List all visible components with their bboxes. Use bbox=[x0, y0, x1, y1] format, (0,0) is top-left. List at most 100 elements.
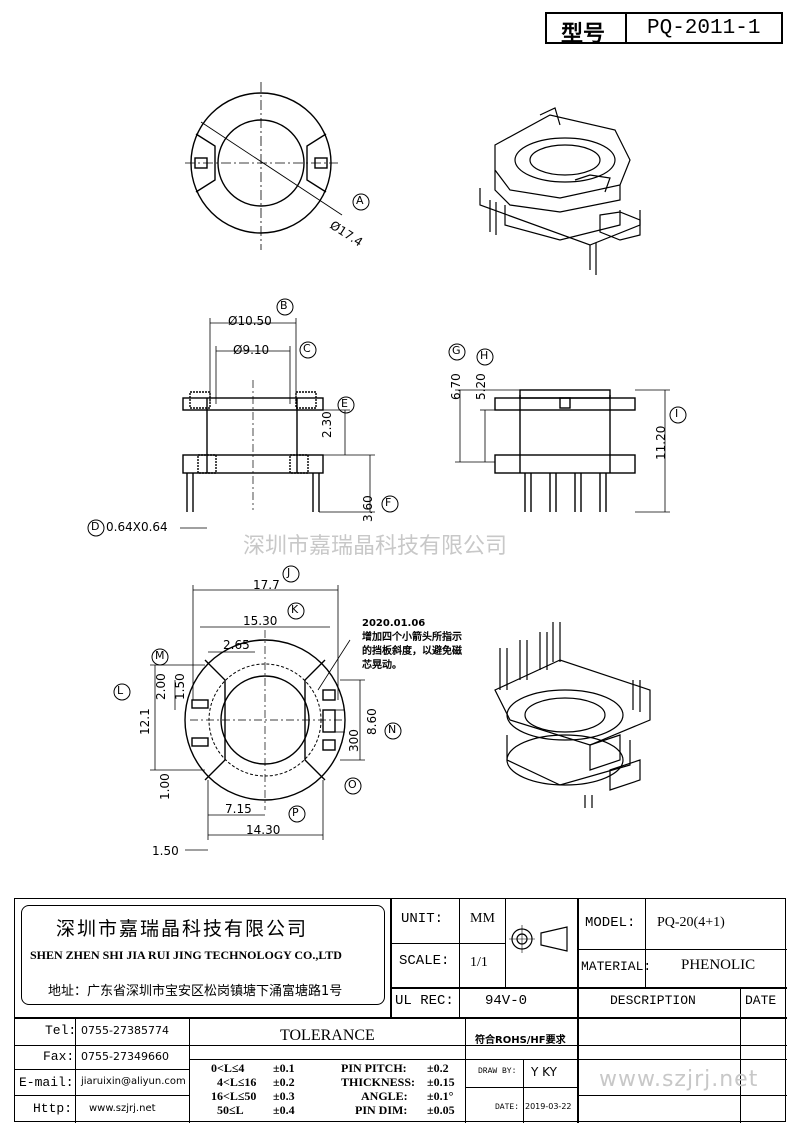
tel-value: 0755-27385774 bbox=[81, 1024, 169, 1037]
label-e: E bbox=[341, 397, 348, 410]
dim-e: 2.30 bbox=[320, 411, 334, 438]
date-label: DATE bbox=[745, 993, 777, 1008]
tol-row-3: 16<L≤50 ±0.3 ANGLE: ±0.1° bbox=[195, 1089, 463, 1103]
tol-range: 50≤L bbox=[217, 1103, 244, 1117]
header-model-label: 型号 bbox=[561, 22, 606, 47]
company-name-en: SHEN ZHEN SHI JIA RUI JING TECHNOLOGY CO… bbox=[30, 948, 342, 962]
material-value: PHENOLIC bbox=[681, 957, 756, 973]
tol-name: THICKNESS: bbox=[341, 1075, 416, 1089]
label-a: A bbox=[356, 194, 364, 207]
revision-line-1: 增加四个小箭头所指示 bbox=[362, 632, 462, 643]
dim-f: 3.60 bbox=[361, 495, 375, 522]
draw-by-value: Y KY bbox=[531, 1065, 557, 1079]
dim-265: 2.65 bbox=[223, 638, 250, 652]
dim-h: 5.20 bbox=[474, 373, 488, 400]
tb-vline-5 bbox=[645, 899, 646, 987]
tb-vline-2 bbox=[459, 899, 460, 1017]
unit-value: MM bbox=[470, 911, 495, 926]
tb-hline-9 bbox=[577, 1095, 787, 1096]
technical-drawing bbox=[87, 82, 687, 851]
tol-name-value: ±0.2 bbox=[427, 1061, 449, 1075]
projection-symbol-icon bbox=[509, 925, 568, 953]
company-panel: 深圳市嘉瑞晶科技有限公司 SHEN ZHEN SHI JIA RUI JING … bbox=[21, 905, 385, 1005]
label-d: D bbox=[91, 520, 100, 533]
tol-name: ANGLE: bbox=[361, 1089, 408, 1103]
dim-715: 7.15 bbox=[225, 802, 252, 816]
tb-hline-10 bbox=[465, 1087, 577, 1088]
revision-note: 2020.01.06 增加四个小箭头所指示 的挡板斜度，以避免磁 芯晃动。 bbox=[362, 617, 462, 673]
date-field-label: DATE: bbox=[495, 1103, 520, 1112]
tol-name-value: ±0.15 bbox=[427, 1075, 455, 1089]
email-value: jiaruixin@aliyun.com bbox=[81, 1076, 186, 1087]
tol-value: ±0.2 bbox=[273, 1075, 295, 1089]
dim-d: 0.64X0.64 bbox=[106, 520, 168, 534]
label-l: L bbox=[117, 684, 124, 697]
header-model-box: 型号 PQ-2011-1 bbox=[545, 12, 783, 47]
tol-value: ±0.1 bbox=[273, 1061, 295, 1075]
label-j: J bbox=[287, 566, 291, 579]
tb-hline-5 bbox=[15, 1045, 787, 1046]
header-model-divider bbox=[625, 14, 627, 42]
bottom-view-drawing bbox=[113, 565, 402, 851]
tb-vline-contact-2 bbox=[189, 1017, 190, 1123]
label-n: N bbox=[388, 723, 397, 736]
dim-m: 2.00 bbox=[154, 673, 168, 700]
scale-label: SCALE: bbox=[399, 953, 450, 969]
fax-value: 0755-27349660 bbox=[81, 1050, 169, 1063]
ul-rec-label: UL REC: bbox=[395, 993, 454, 1009]
tel-label: Tel: bbox=[45, 1023, 77, 1038]
tol-value: ±0.3 bbox=[273, 1089, 295, 1103]
tb-vline-4 bbox=[577, 899, 579, 1123]
rohs-compliance: 符合ROHS/HF要求 bbox=[475, 1035, 566, 1046]
label-p: P bbox=[292, 806, 299, 819]
dim-l: 12.1 bbox=[138, 708, 152, 735]
tb-hline-8 bbox=[465, 1059, 787, 1060]
tb-vline-1 bbox=[390, 899, 392, 1017]
revision-line-2: 的挡板斜度，以避免磁 bbox=[362, 646, 462, 657]
material-label: MATERIAL: bbox=[581, 959, 652, 974]
top-view-drawing bbox=[185, 82, 370, 250]
label-m: M bbox=[155, 649, 165, 662]
dim-100: 1.00 bbox=[158, 773, 172, 800]
dim-300: 300 bbox=[347, 729, 361, 752]
description-label: DESCRIPTION bbox=[610, 993, 696, 1008]
header-model-value: PQ-2011-1 bbox=[647, 17, 761, 40]
label-g: G bbox=[452, 344, 461, 357]
label-o: O bbox=[348, 778, 357, 791]
tb-hline-3 bbox=[390, 987, 787, 989]
label-b: B bbox=[280, 299, 288, 312]
dim-k: 15.30 bbox=[243, 614, 278, 628]
draw-by-label: DRAW BY: bbox=[478, 1067, 517, 1076]
dim-n: 8.60 bbox=[365, 708, 379, 735]
label-h: H bbox=[480, 349, 489, 362]
tol-range: 16<L≤50 bbox=[211, 1089, 257, 1103]
tb-vline-tol bbox=[465, 1017, 466, 1123]
center-watermark: 深圳市嘉瑞晶科技有限公司 bbox=[243, 534, 508, 559]
unit-label: UNIT: bbox=[401, 911, 444, 927]
title-block: 深圳市嘉瑞晶科技有限公司 SHEN ZHEN SHI JIA RUI JING … bbox=[14, 898, 787, 1123]
tol-name-value: ±0.05 bbox=[427, 1103, 455, 1117]
tol-row-4: 50≤L ±0.4 PIN DIM: ±0.05 bbox=[195, 1103, 463, 1117]
dim-i: 11.20 bbox=[654, 425, 668, 460]
dim-c: Ø9.10 bbox=[233, 343, 270, 357]
dim-g: 6.70 bbox=[449, 373, 463, 400]
dim-150b: 1.50 bbox=[152, 844, 179, 858]
dim-150a: 1.50 bbox=[173, 673, 187, 700]
tol-name-value: ±0.1° bbox=[427, 1089, 454, 1103]
label-f: F bbox=[385, 496, 392, 509]
tol-name: PIN DIM: bbox=[355, 1103, 408, 1117]
label-i: I bbox=[675, 407, 679, 420]
email-label: E-mail: bbox=[19, 1075, 74, 1090]
dim-p: 14.30 bbox=[246, 823, 281, 837]
company-address: 地址：广东省深圳市宝安区松岗镇塘下涌富塘路1号 bbox=[48, 984, 343, 999]
label-k: K bbox=[291, 603, 299, 616]
tolerance-label: TOLERANCE bbox=[280, 1027, 375, 1044]
tb-hline-4 bbox=[15, 1017, 787, 1019]
tb-vline-6 bbox=[740, 987, 741, 1123]
tb-hline-1 bbox=[390, 943, 505, 944]
url-watermark: www.szjrj.net bbox=[599, 1067, 759, 1092]
label-c: C bbox=[303, 342, 311, 355]
http-label: Http: bbox=[33, 1101, 73, 1116]
side-view-drawing bbox=[448, 343, 687, 513]
iso-view-bottom-drawing bbox=[494, 622, 651, 808]
